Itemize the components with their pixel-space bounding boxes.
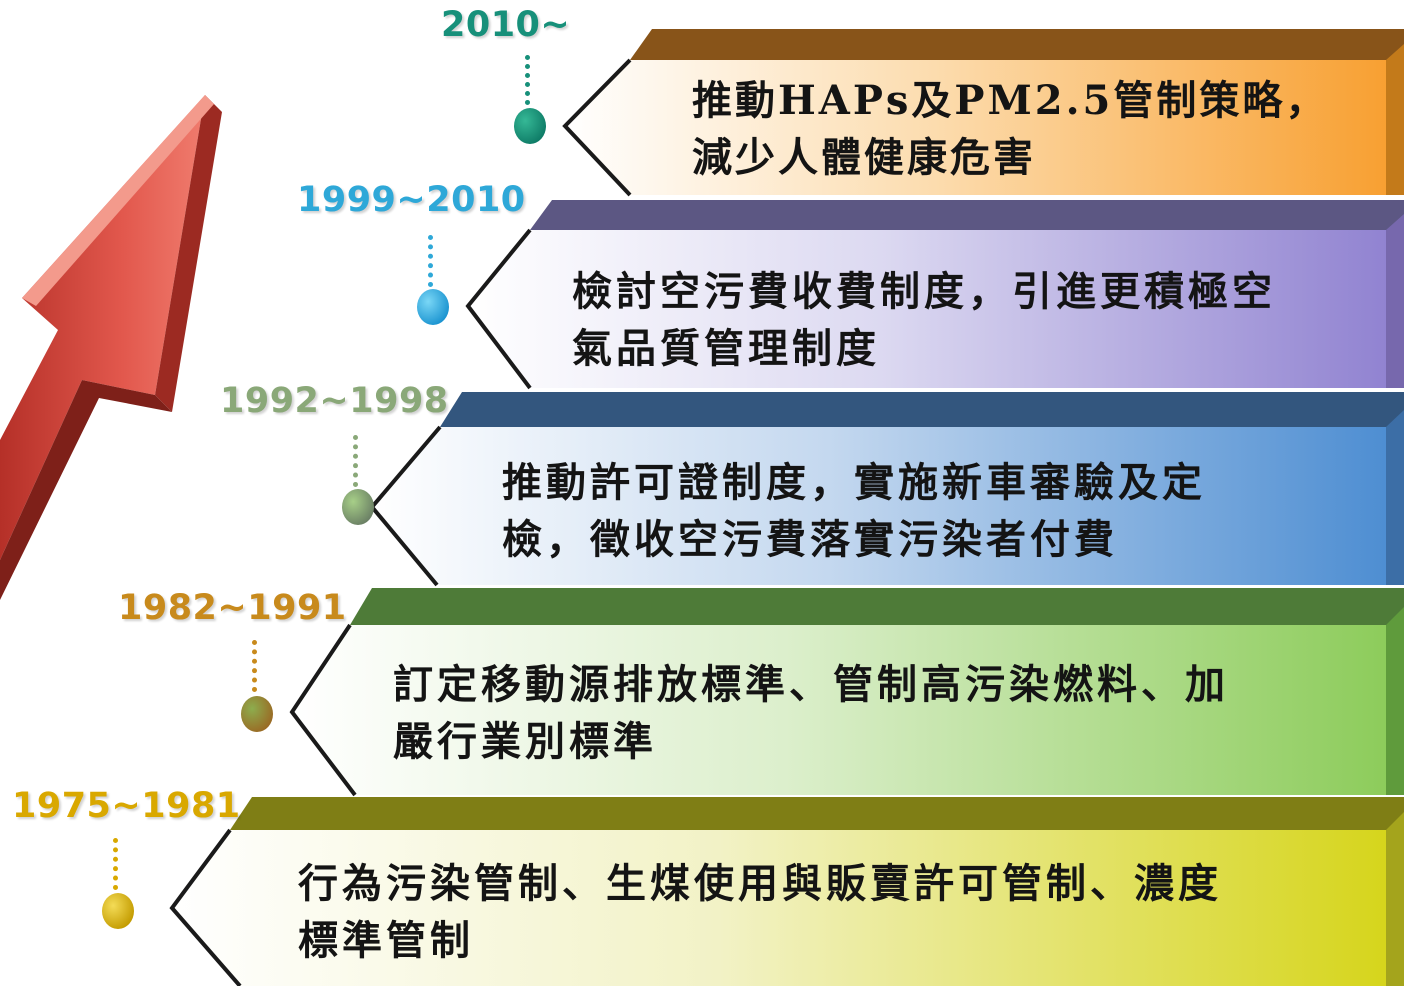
band-text-line: 減少人體健康危害 — [692, 134, 1036, 181]
rising-arrow-icon — [0, 95, 222, 600]
period-label-1982: 1982~1991 — [118, 588, 347, 628]
timeline-connector-1975 — [113, 838, 123, 890]
timeline-band-2010 — [562, 29, 1404, 197]
period-label-1975: 1975~1981 — [12, 786, 241, 826]
timeline-marker-1982 — [241, 696, 273, 732]
band-text-line: 檢，徵收空污費落實污染者付費 — [502, 516, 1118, 563]
period-label-2010: 2010~ — [441, 5, 571, 45]
band-text-line: 標準管制 — [298, 917, 474, 964]
timeline-connector-1982 — [252, 640, 262, 692]
timeline-connector-1992 — [353, 435, 363, 487]
band-text-2010: 推動HAPs及PM2.5管制策略， 減少人體健康危害 — [692, 72, 1328, 186]
band-text-1992: 推動許可證制度，實施新車審驗及定 檢，徵收空污費落實污染者付費 — [502, 454, 1206, 568]
timeline-marker-1999 — [417, 289, 449, 325]
band-text-line: 訂定移動源排放標準、管制高污染燃料、加 — [393, 661, 1229, 708]
band-text-1999: 檢討空污費收費制度，引進更積極空 氣品質管理制度 — [572, 263, 1276, 377]
band-text-1982: 訂定移動源排放標準、管制高污染燃料、加 嚴行業別標準 — [393, 656, 1229, 770]
band-text-1975: 行為污染管制、生煤使用與販賣許可管制、濃度 標準管制 — [298, 855, 1222, 969]
band-text-line: 行為污染管制、生煤使用與販賣許可管制、濃度 — [298, 860, 1222, 907]
timeline-band-1982 — [289, 588, 1404, 797]
period-label-1999: 1999~2010 — [297, 180, 526, 220]
timeline-connector-2010 — [525, 55, 535, 105]
timeline-marker-1992 — [342, 489, 374, 525]
band-text-line: 推動HAPs及PM2.5管制策略， — [692, 77, 1329, 124]
band-text-line: 推動許可證制度，實施新車審驗及定 — [502, 459, 1206, 506]
band-text-line: 氣品質管理制度 — [572, 325, 880, 372]
band-text-line: 嚴行業別標準 — [393, 718, 657, 765]
period-label-1992: 1992~1998 — [220, 381, 449, 421]
band-text-line: 檢討空污費收費制度，引進更積極空 — [572, 268, 1276, 315]
timeline-band-1975 — [169, 797, 1404, 986]
timeline-marker-1975 — [102, 893, 134, 929]
timeline-connector-1999 — [428, 235, 438, 287]
timeline-band-1992 — [369, 392, 1404, 587]
timeline-band-1999 — [465, 200, 1404, 390]
timeline-marker-2010 — [514, 108, 546, 144]
